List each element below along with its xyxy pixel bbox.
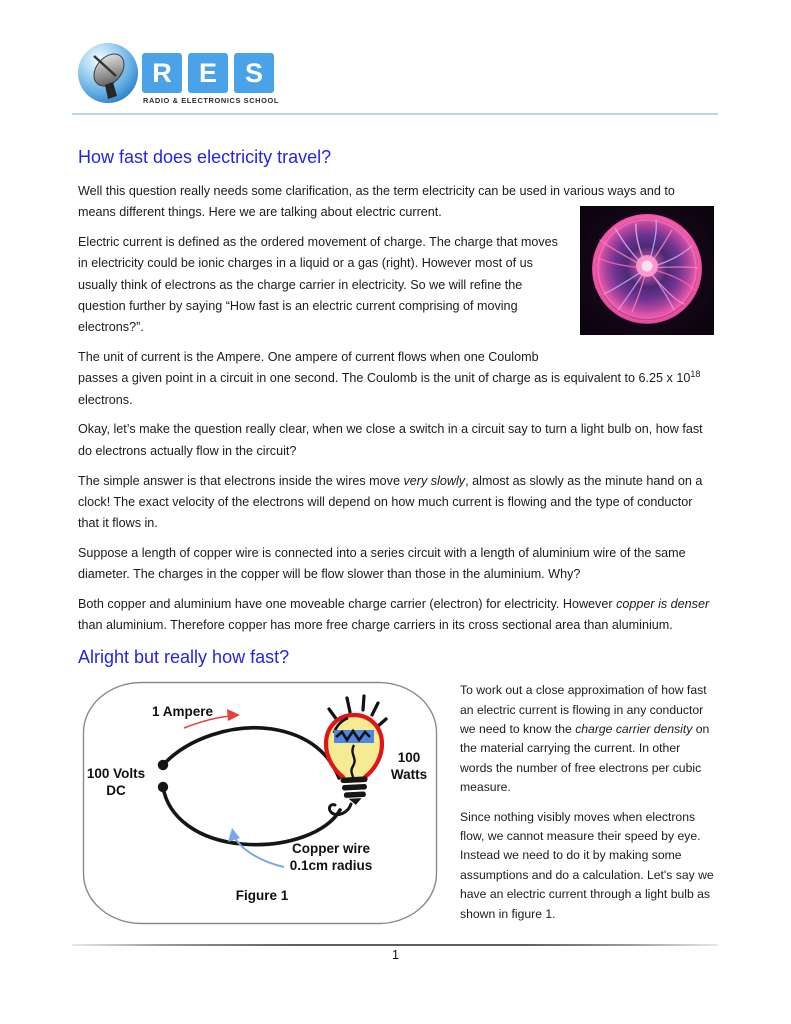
logo-letter-tile: R	[142, 53, 182, 93]
res-logo: R E S RADIO & ELECTRONICS SCHOOL	[78, 40, 298, 106]
text-run: than aluminium. Therefore copper has mor…	[78, 618, 673, 633]
figure-1-circuit-diagram: 1 Ampere 100 Volts DC 100 Watts Copper w…	[82, 681, 440, 934]
battery-terminal	[157, 759, 169, 771]
circuit-wire	[161, 726, 342, 847]
volts-label: 100 Volts	[87, 766, 145, 781]
header-divider	[72, 113, 718, 115]
text-run: Electric current is defined as the order…	[78, 235, 558, 335]
text-run: on the material carrying the current. In…	[460, 721, 710, 795]
section-heading: Alright but really how fast?	[78, 647, 290, 668]
paragraph-copper: Suppose a length of copper wire is conne…	[78, 543, 714, 586]
exponent: 18	[690, 369, 701, 380]
text-run: Suppose a length of copper wire is conne…	[78, 545, 686, 582]
paragraph-assumptions: Since nothing visibly moves when electro…	[460, 808, 714, 924]
battery-terminal	[157, 781, 169, 793]
text-run: The simple answer is that electrons insi…	[78, 473, 404, 488]
footer-divider	[72, 944, 718, 946]
logo-letter-tile: E	[188, 53, 228, 93]
text-run: Both copper and aluminium have one movea…	[78, 597, 617, 612]
text-run: , almost as slowly as the minute hand on…	[78, 473, 703, 531]
paragraph-definition: Electric current is defined as the order…	[78, 232, 714, 338]
text-run: Okay, let’s make the question really cle…	[78, 422, 703, 458]
volts-dc-label: DC	[106, 783, 126, 798]
wire-pointer-arrow	[228, 828, 285, 869]
italic-run: very slowly	[403, 473, 466, 488]
current-direction-arrow	[183, 709, 240, 729]
article-body: How fast does electricity travel? Well t…	[78, 139, 714, 934]
figure-caption: Figure 1	[236, 888, 289, 903]
text-run: To work out a close approximation of how…	[460, 683, 707, 736]
plasma-ball-image	[580, 206, 714, 336]
paragraph-intro: Well this question really needs some cla…	[78, 181, 714, 224]
wire-radius-label: 0.1cm radius	[290, 858, 373, 873]
text-run: electrons.	[78, 392, 133, 407]
logo-letter-tile: S	[234, 53, 274, 93]
article-title: How fast does electricity travel?	[78, 147, 332, 167]
paragraph-ampere: The unit of current is the Ampere. One a…	[78, 347, 714, 411]
satellite-dish-icon	[78, 43, 138, 103]
paragraph-answer: The simple answer is that electrons insi…	[78, 471, 714, 535]
paragraph-question: Okay, let’s make the question really cle…	[78, 419, 714, 462]
copper-wire-label: Copper wire	[292, 841, 371, 856]
figure-side-text: To work out a close approximation of how…	[460, 681, 714, 934]
text-run: The unit of current is the Ampere. One a…	[78, 350, 691, 386]
text-run: Since nothing visibly moves when electro…	[460, 809, 714, 921]
watts-unit-label: Watts	[391, 767, 427, 782]
ampere-label: 1 Ampere	[152, 704, 214, 719]
logo-tagline: RADIO & ELECTRONICS SCHOOL	[143, 96, 280, 105]
italic-run: charge carrier density	[575, 721, 693, 736]
watts-value-label: 100	[398, 750, 421, 765]
figure-border	[82, 681, 438, 925]
text-run: Well this question really needs some cla…	[78, 184, 675, 220]
paragraph-carrier-density: To work out a close approximation of how…	[460, 681, 714, 797]
page-number: 1	[392, 948, 399, 962]
figure-section: 1 Ampere 100 Volts DC 100 Watts Copper w…	[78, 681, 714, 934]
logo-letter-tiles: R E S	[142, 53, 274, 93]
italic-run: copper is denser	[616, 597, 710, 612]
paragraph-density: Both copper and aluminium have one movea…	[78, 594, 714, 637]
light-bulb-icon	[323, 694, 388, 817]
